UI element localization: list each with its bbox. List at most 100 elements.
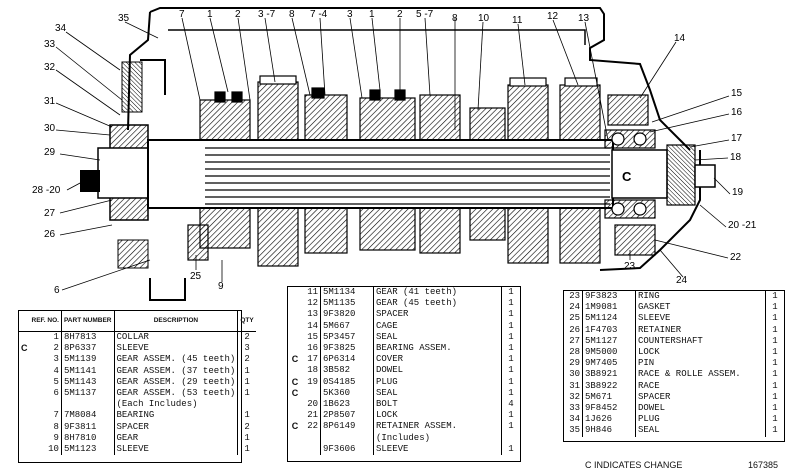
description: GEAR ASSEM. (53 teeth) [114, 388, 239, 400]
part-number: 2P8507 [320, 410, 374, 422]
ref-no: 28 [564, 347, 583, 359]
description: COLLAR [114, 331, 239, 344]
ref-no: 26 [564, 324, 583, 336]
description: SLEEVE [635, 313, 766, 325]
callout-2a: 2 [235, 9, 241, 20]
change-mark [19, 444, 30, 455]
description: DOWEL [635, 403, 766, 415]
qty: 1 [508, 287, 514, 297]
qty: 1 [508, 320, 514, 331]
description: GEAR [114, 432, 239, 445]
part-number: 6P6314 [320, 354, 374, 366]
ref-no: 20 [302, 399, 321, 411]
qty: 1 [508, 331, 514, 342]
qty [502, 433, 521, 444]
part-number: 1J626 [582, 414, 636, 426]
part-number: 5M671 [582, 391, 636, 404]
header-ref-no: REF. NO. [29, 311, 62, 332]
ref-no: 25 [564, 313, 583, 325]
part-number: 9F3811 [61, 421, 115, 433]
part-number: 9F3825 [320, 343, 374, 355]
ref-no: 32 [564, 391, 583, 404]
change-mark [19, 399, 30, 410]
change-mark [288, 433, 302, 444]
ref-no: 18 [302, 365, 321, 377]
callout-25: 25 [190, 271, 202, 282]
description: PLUG [373, 376, 502, 388]
ref-no: 8 [29, 421, 62, 433]
ref-no: 30 [564, 369, 583, 381]
ref-no: 35 [564, 425, 583, 437]
callout-26: 26 [44, 229, 56, 240]
change-mark [288, 309, 302, 320]
part-number: 9F3606 [320, 443, 374, 456]
change-mark [288, 365, 302, 376]
qty: 1 [772, 358, 778, 369]
callout-14: 14 [674, 33, 686, 44]
part-number: 1B623 [320, 399, 374, 411]
ref-no: 21 [302, 410, 321, 422]
callout-27: 27 [44, 208, 56, 219]
change-note: C INDICATES CHANGE [585, 460, 683, 470]
callout-5-7: 5 -7 [416, 9, 434, 20]
qty: 1 [244, 444, 250, 455]
qty: 1 [508, 309, 514, 320]
description: BEARING ASSEM. [373, 343, 502, 355]
description: SPACER [635, 391, 766, 404]
part-number: 5M1124 [582, 313, 636, 325]
callout-19: 19 [732, 187, 744, 198]
table-header: REF. NO. PART NUMBER DESCRIPTION QTY [19, 311, 256, 332]
drawing-number: 167385 [748, 460, 779, 470]
ref-no: 34 [564, 414, 583, 426]
change-mark: C [291, 354, 299, 365]
qty: 1 [508, 387, 514, 398]
qty: 1 [772, 291, 778, 301]
change-mark [19, 433, 30, 444]
change-mark: C [291, 387, 299, 398]
change-mark [288, 298, 302, 309]
description: GEAR ASSEM. (29 teeth) [114, 376, 239, 389]
description: RETAINER [635, 324, 766, 336]
description: COUNTERSHAFT [635, 335, 766, 348]
ref-no: 7 [29, 410, 62, 422]
housing [127, 7, 701, 301]
callout-29: 29 [44, 147, 56, 158]
ref-no: 31 [564, 380, 583, 392]
callout-34: 34 [55, 23, 67, 34]
ref-no: 27 [564, 335, 583, 348]
ref-no: 10 [29, 444, 62, 456]
qty: 1 [772, 403, 778, 414]
description: BEARING [114, 410, 239, 422]
qty: 2 [244, 421, 250, 432]
ref-no: 2 [29, 343, 62, 355]
right-bearing-group [604, 94, 716, 256]
part-number: 5M1123 [61, 444, 115, 456]
qty: 1 [772, 391, 778, 402]
header-description: DESCRIPTION [114, 311, 239, 332]
qty: 1 [772, 324, 778, 335]
qty: 1 [508, 298, 514, 309]
callout-1b: 1 [369, 9, 375, 20]
callout-1a: 1 [207, 9, 213, 20]
description: SEAL [373, 331, 502, 344]
qty: 1 [508, 354, 514, 365]
description: SEAL [373, 387, 502, 400]
